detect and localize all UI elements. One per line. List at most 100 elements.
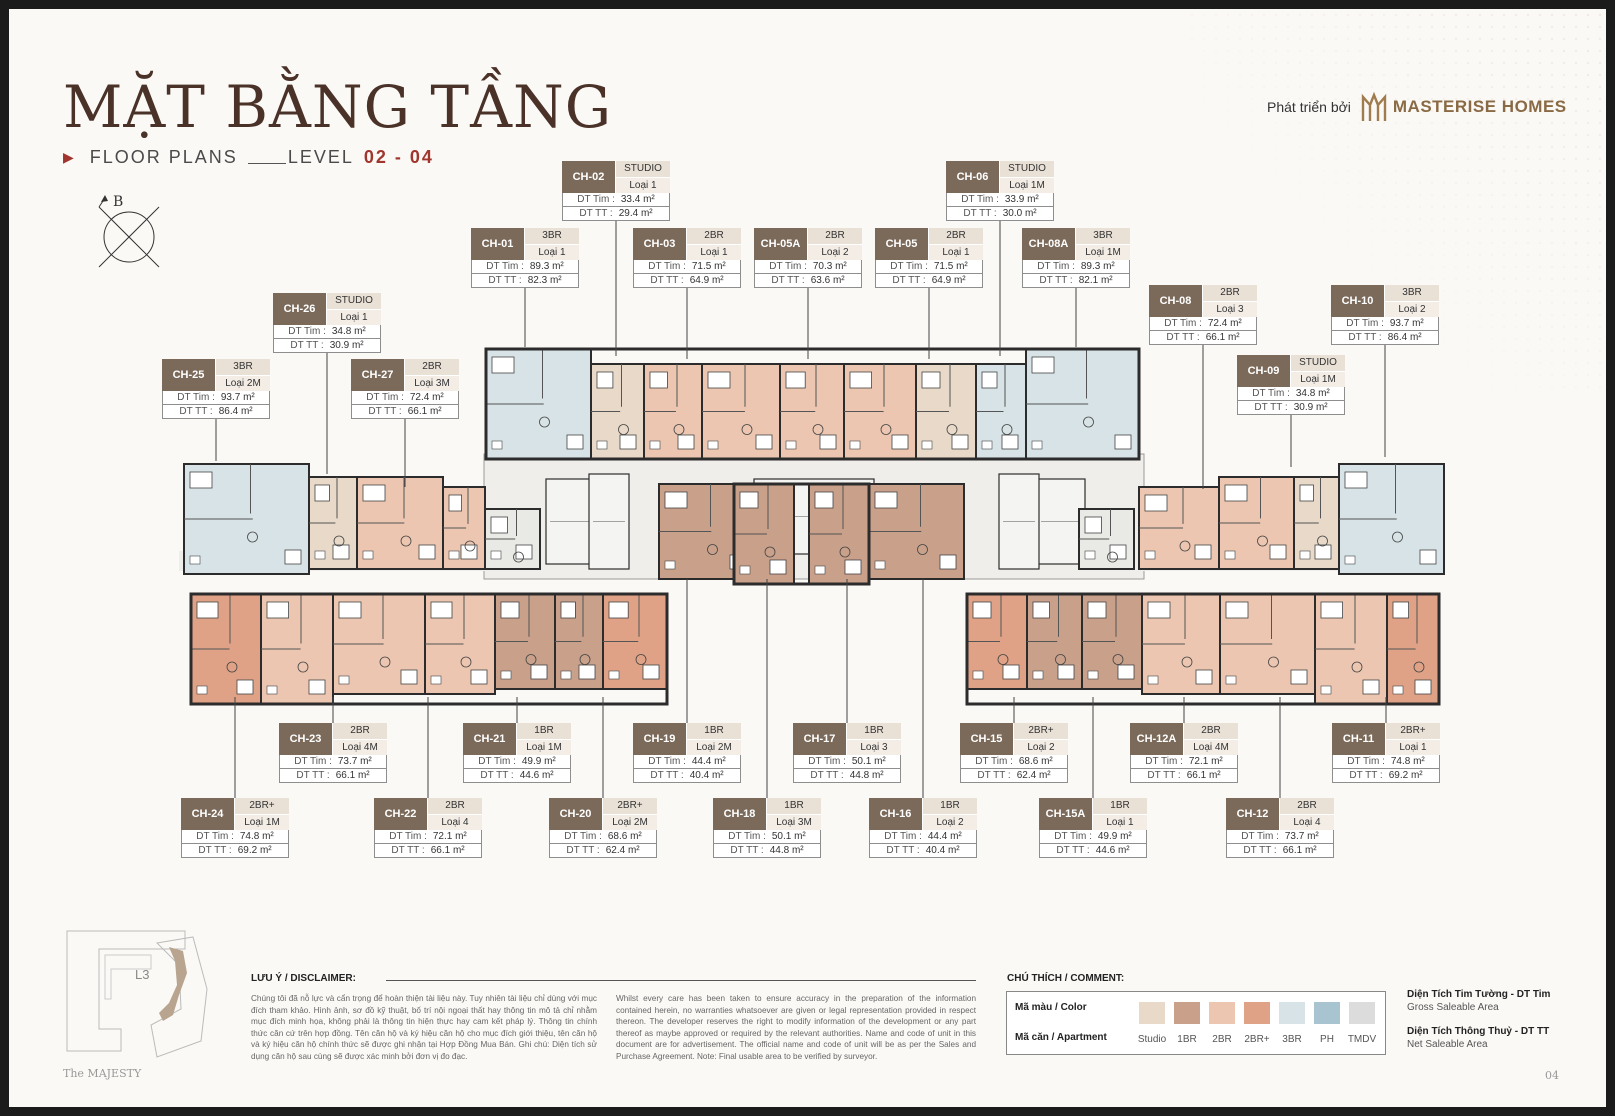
gross-area-label: DT Tim : [1252, 388, 1290, 399]
unit-loai: Loại 3 [846, 738, 901, 755]
bed [1002, 664, 1020, 680]
gross-area-value: 33.4 m² [620, 194, 655, 205]
bathroom-fixture [448, 550, 460, 560]
dining-table [1112, 654, 1124, 665]
bed [769, 559, 787, 575]
legend-swatch-1br [1174, 1002, 1200, 1024]
unit-loai: Loại 1M [1075, 243, 1130, 260]
bathroom-fixture [266, 685, 278, 695]
net-area-label: DT TT : [488, 275, 522, 286]
bed [891, 434, 909, 450]
bed [677, 434, 695, 450]
net-area-value: 66.1 m² [1186, 770, 1221, 781]
page-subtitle: ▶ FLOOR PLANS LEVEL 02 - 04 [63, 147, 434, 168]
bathroom-fixture [814, 565, 826, 575]
net-area-label: DT TT : [296, 770, 330, 781]
gross-area-label: DT Tim : [1347, 756, 1385, 767]
gross-area-value: 93.7 m² [220, 392, 255, 403]
unit-type: 2BR [1279, 798, 1334, 814]
gross-area-label: DT Tim : [1037, 261, 1075, 272]
legend-swatch-label: 3BR [1282, 1034, 1302, 1045]
net-area-value: 66.1 m² [407, 406, 442, 417]
floor-plan-page: MẶT BẰNG TẦNG ▶ FLOOR PLANS LEVEL 02 - 0… [9, 9, 1606, 1107]
dining-table [618, 424, 629, 435]
bed [1344, 471, 1368, 489]
bed [1362, 679, 1380, 695]
legend-apartment-label: Mã căn / Apartment [1015, 1032, 1107, 1043]
bed [596, 371, 614, 389]
gross-area-label: DT Tim : [1241, 831, 1279, 842]
unit-loai: Loại 3M [404, 374, 459, 391]
bed [578, 664, 596, 680]
bed [642, 664, 660, 680]
gross-area-label: DT Tim : [177, 392, 215, 403]
gross-area-value: 44.4 m² [927, 831, 962, 842]
bed [500, 601, 520, 619]
unit-loai: Loại 2 [1384, 300, 1439, 317]
site-key-plan: L3 [66, 930, 208, 1058]
dining-table [297, 661, 309, 673]
dining-table [513, 551, 524, 563]
bed [418, 544, 436, 560]
unit-loai: Loại 3 [1202, 300, 1257, 317]
unit-type: 1BR [516, 723, 571, 739]
bathroom-fixture [664, 560, 676, 570]
dining-table [946, 424, 958, 435]
subtitle-level: LEVEL [287, 147, 354, 167]
bed [566, 434, 584, 450]
unit-code: CH-05 [875, 228, 928, 260]
bathroom-fixture [1032, 670, 1044, 680]
bathroom-fixture [500, 670, 512, 680]
dining-table [1317, 535, 1328, 547]
unit-type: 2BR+ [1013, 723, 1068, 739]
upper-wing-outline [484, 347, 1141, 461]
unit-code: CH-15A [1039, 798, 1092, 830]
bed [491, 356, 515, 374]
gross-area-value: 70.3 m² [812, 261, 847, 272]
gross-area-label: DT Tim : [648, 261, 686, 272]
net-area-title: Diện Tích Thông Thuỷ - DT TT [1407, 1026, 1550, 1037]
legend-swatch-label: TMDV [1347, 1034, 1377, 1045]
bathroom-fixture [1225, 675, 1237, 685]
unit-type: 3BR [1384, 285, 1439, 301]
unit-type: 1BR [1092, 798, 1147, 814]
central-block-outline [732, 482, 871, 586]
bathroom-fixture [490, 550, 502, 560]
net-area-subtitle: Net Saleable Area [1407, 1039, 1488, 1050]
gross-area-subtitle: Gross Saleable Area [1407, 1002, 1499, 1013]
legend-swatch-ph [1314, 1002, 1340, 1024]
bed [362, 484, 386, 502]
gross-area-label: DT Tim : [389, 831, 427, 842]
unit-type: 2BR [807, 228, 862, 244]
net-area-value: 69.2 m² [237, 845, 272, 856]
gross-area-value: 72.4 m² [1207, 318, 1242, 329]
bathroom-fixture [1031, 440, 1043, 450]
gross-area-value: 72.1 m² [1188, 756, 1223, 767]
net-area-label: DT TT : [1254, 402, 1288, 413]
unit-loai: Loại 4 [1279, 813, 1334, 830]
legend-swatch-2br-plus [1244, 1002, 1270, 1024]
unit-type: 1BR [766, 798, 821, 814]
unit-loai: Loại 3M [766, 813, 821, 830]
net-area-value: 66.1 m² [335, 770, 370, 781]
unit-code: CH-09 [1237, 355, 1290, 387]
bed [430, 601, 453, 619]
dining-table [1413, 661, 1425, 673]
dining-table [525, 654, 537, 665]
unit-code: CH-02 [562, 161, 615, 193]
lower-left-wing-outline [189, 592, 669, 706]
unit-code: CH-22 [374, 798, 427, 830]
gross-area-value: 71.5 m² [691, 261, 726, 272]
bathroom-fixture [849, 440, 861, 450]
